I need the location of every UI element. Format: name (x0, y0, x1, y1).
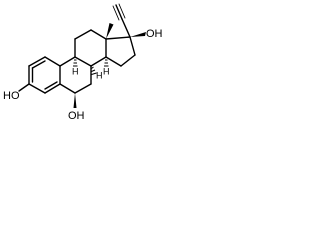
ring-b (59, 56, 92, 94)
ethynyl-group (112, 3, 131, 38)
h-14-label: H (103, 66, 110, 76)
methyl-wedge (106, 23, 114, 39)
hydroxyl-3-bond (18, 83, 30, 92)
steroid-structure-diagram: OH HO OH H H H (3, 3, 163, 122)
ring-d (105, 36, 136, 67)
ring-a (28, 56, 61, 94)
h-9-hash (73, 59, 78, 67)
hydroxyl-17-label: OH (146, 28, 163, 40)
h-8-label: H (96, 70, 103, 80)
ring-c (74, 29, 107, 67)
h-14-hash (104, 59, 109, 67)
h-9-label: H (72, 66, 79, 76)
hydroxyl-6-label: OH (68, 110, 85, 122)
hydroxyl-3-label: HO (3, 90, 20, 102)
hydroxyl-6-wedge (73, 93, 77, 108)
hydroxyl-17-wedge (130, 32, 146, 37)
h-8-hash (91, 66, 97, 75)
